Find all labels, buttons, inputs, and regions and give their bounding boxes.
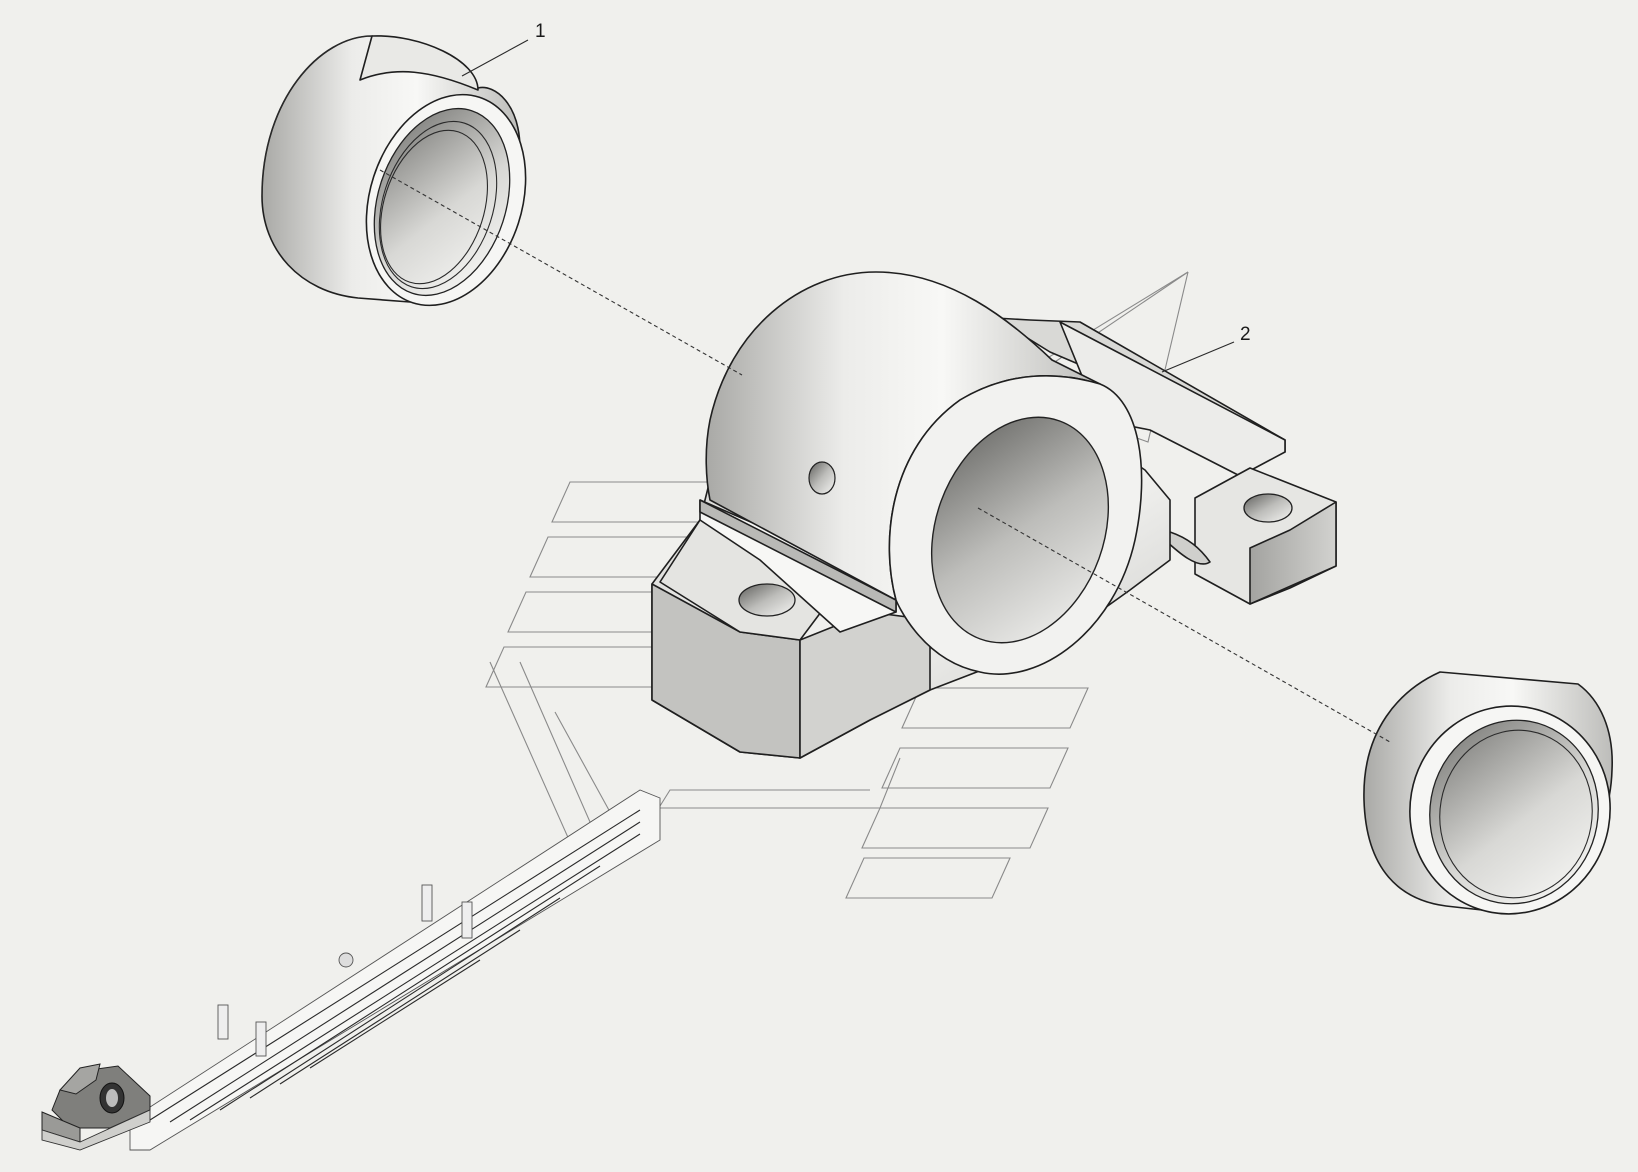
assembly-axis-dashed	[379, 169, 743, 376]
leaf-spring-thumbnail	[41, 789, 661, 1151]
leader-line-1	[461, 39, 529, 77]
callout-1[interactable]: 1	[461, 21, 546, 77]
assembly-axis-dashed-2	[977, 507, 1391, 743]
spring-bracket-part-2	[651, 271, 1337, 759]
bushing-part-1	[261, 35, 527, 307]
callout-label-1: 1	[535, 21, 546, 42]
callout-2[interactable]: 2	[1161, 324, 1251, 373]
callout-label-2: 2	[1240, 324, 1251, 345]
leader-line-2	[1161, 341, 1235, 373]
bushing-part-3	[1363, 671, 1613, 915]
